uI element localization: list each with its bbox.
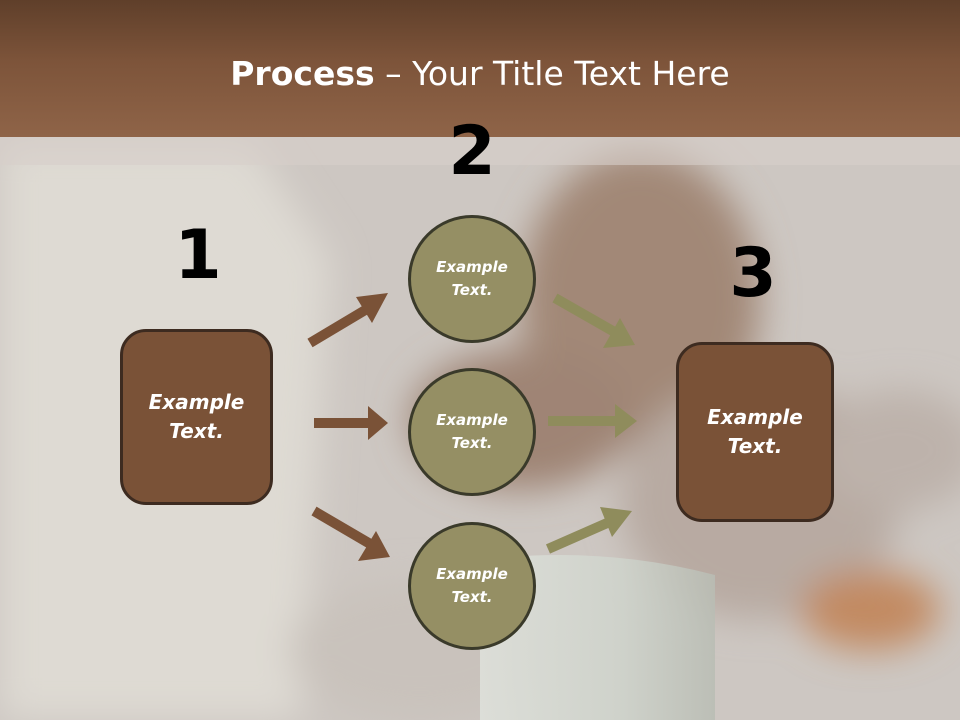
process-box-left: Example Text.: [120, 329, 273, 505]
process-box-right-text: Example Text.: [707, 405, 803, 458]
process-circle-2: Example Text.: [408, 368, 536, 496]
process-circle-3-text: Example Text.: [436, 565, 508, 606]
page-title: Process – Your Title Text Here: [0, 52, 960, 96]
title-rest: – Your Title Text Here: [374, 54, 730, 93]
process-circle-1-text: Example Text.: [436, 258, 508, 299]
step-number-1: 1: [174, 216, 222, 295]
arrow-from-circle-1: [552, 293, 635, 348]
arrow-to-circle-1: [307, 293, 388, 348]
arrow-to-circle-2: [314, 406, 388, 440]
header-bar: [0, 0, 960, 137]
process-circle-2-text: Example Text.: [436, 411, 508, 452]
title-bold: Process: [230, 54, 375, 93]
process-circle-1: Example Text.: [408, 215, 536, 343]
step-number-2: 2: [448, 112, 496, 191]
step-number-3: 3: [729, 234, 777, 313]
arrow-from-circle-2: [548, 404, 637, 438]
process-box-left-text: Example Text.: [148, 390, 245, 443]
arrow-from-circle-3: [545, 507, 632, 554]
process-box-right: Example Text.: [676, 342, 834, 522]
process-circle-3: Example Text.: [408, 522, 536, 650]
arrow-to-circle-3: [311, 506, 390, 561]
